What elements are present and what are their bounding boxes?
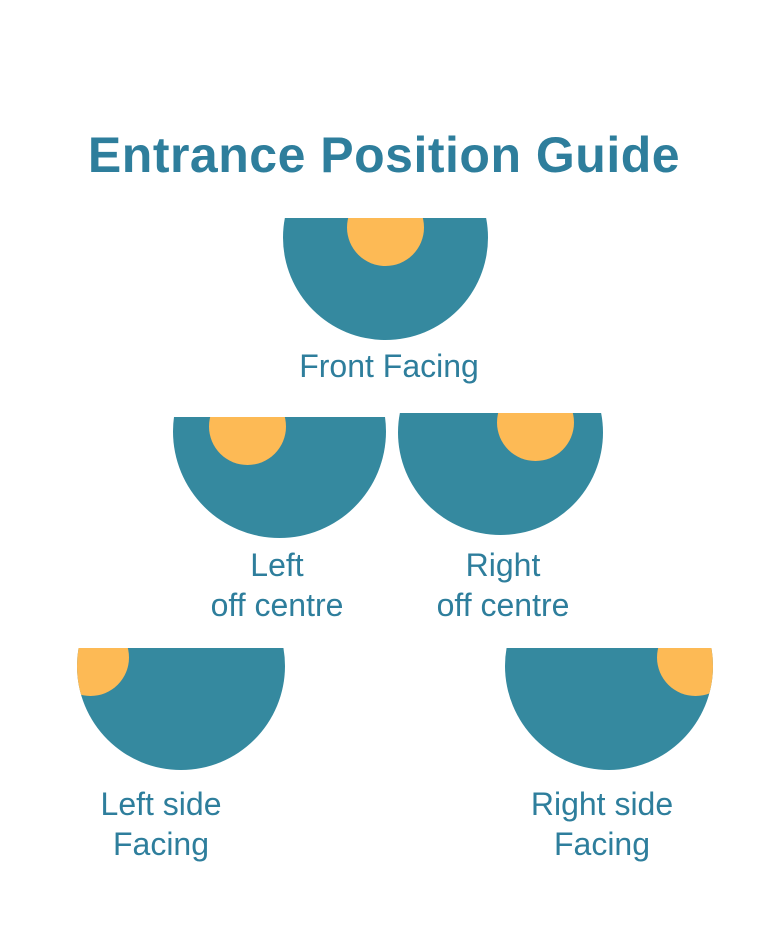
entrance-hole-right-side [657,648,713,696]
page-title: Entrance Position Guide [87,127,681,183]
label-line: Right side [530,786,674,822]
dome-left-side-facing [77,648,285,770]
dome-circle [505,648,713,770]
label-line: Left side [100,786,222,822]
entrance-hole-left-side [77,648,129,696]
entrance-hole-front-centre [347,218,424,266]
figure-label-right-side-facing: Right side Facing [531,784,673,864]
dome-circle [398,413,603,535]
dome-right-off-centre [398,413,603,535]
dome-circle [283,218,488,340]
figure-label-left-side-facing: Left side Facing [101,784,222,864]
dome-circle [77,648,285,770]
dome-front-facing [283,218,488,340]
figure-label-right-off-centre: Right off centre [437,545,570,625]
figure-label-front-facing: Front Facing [299,346,479,386]
label-line: Left [250,547,304,583]
label-line: Front Facing [299,348,479,384]
dome-circle [173,417,386,538]
dome-left-off-centre [173,417,386,538]
label-line: off centre [210,587,344,623]
entrance-hole-left-of-centre [209,417,286,465]
dome-right-side-facing [505,648,713,770]
label-line: Facing [553,826,651,862]
label-line: Right [465,547,541,583]
entrance-hole-right-of-centre [497,413,574,461]
figure-label-left-off-centre: Left off centre [211,545,344,625]
label-line: off centre [436,587,570,623]
label-line: Facing [112,826,210,862]
